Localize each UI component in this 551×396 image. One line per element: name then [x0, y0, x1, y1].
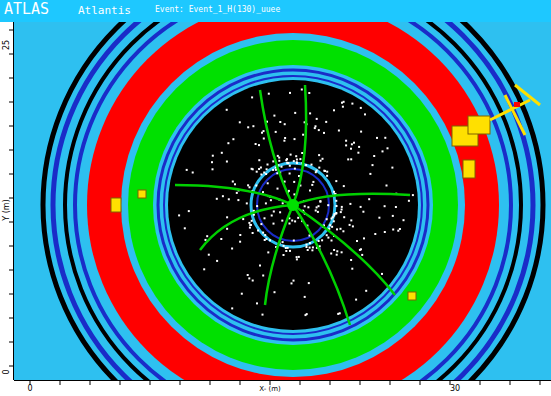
tick-label: 0 — [27, 385, 32, 393]
y-axis — [0, 22, 14, 380]
tick-label: 30 — [450, 385, 460, 393]
title-bar — [0, 0, 551, 22]
x-axis — [0, 380, 551, 396]
axis-title: X- (m) — [259, 386, 280, 393]
app-name: ATLAS — [4, 2, 49, 17]
app-name: Atlantis — [78, 5, 131, 16]
tick-label: 0 — [3, 369, 11, 374]
event-name: Event: Event_1_H(130)_uuee — [155, 6, 280, 14]
tick-label: 25 — [3, 40, 11, 50]
axis-title: Y (m) — [3, 199, 11, 220]
